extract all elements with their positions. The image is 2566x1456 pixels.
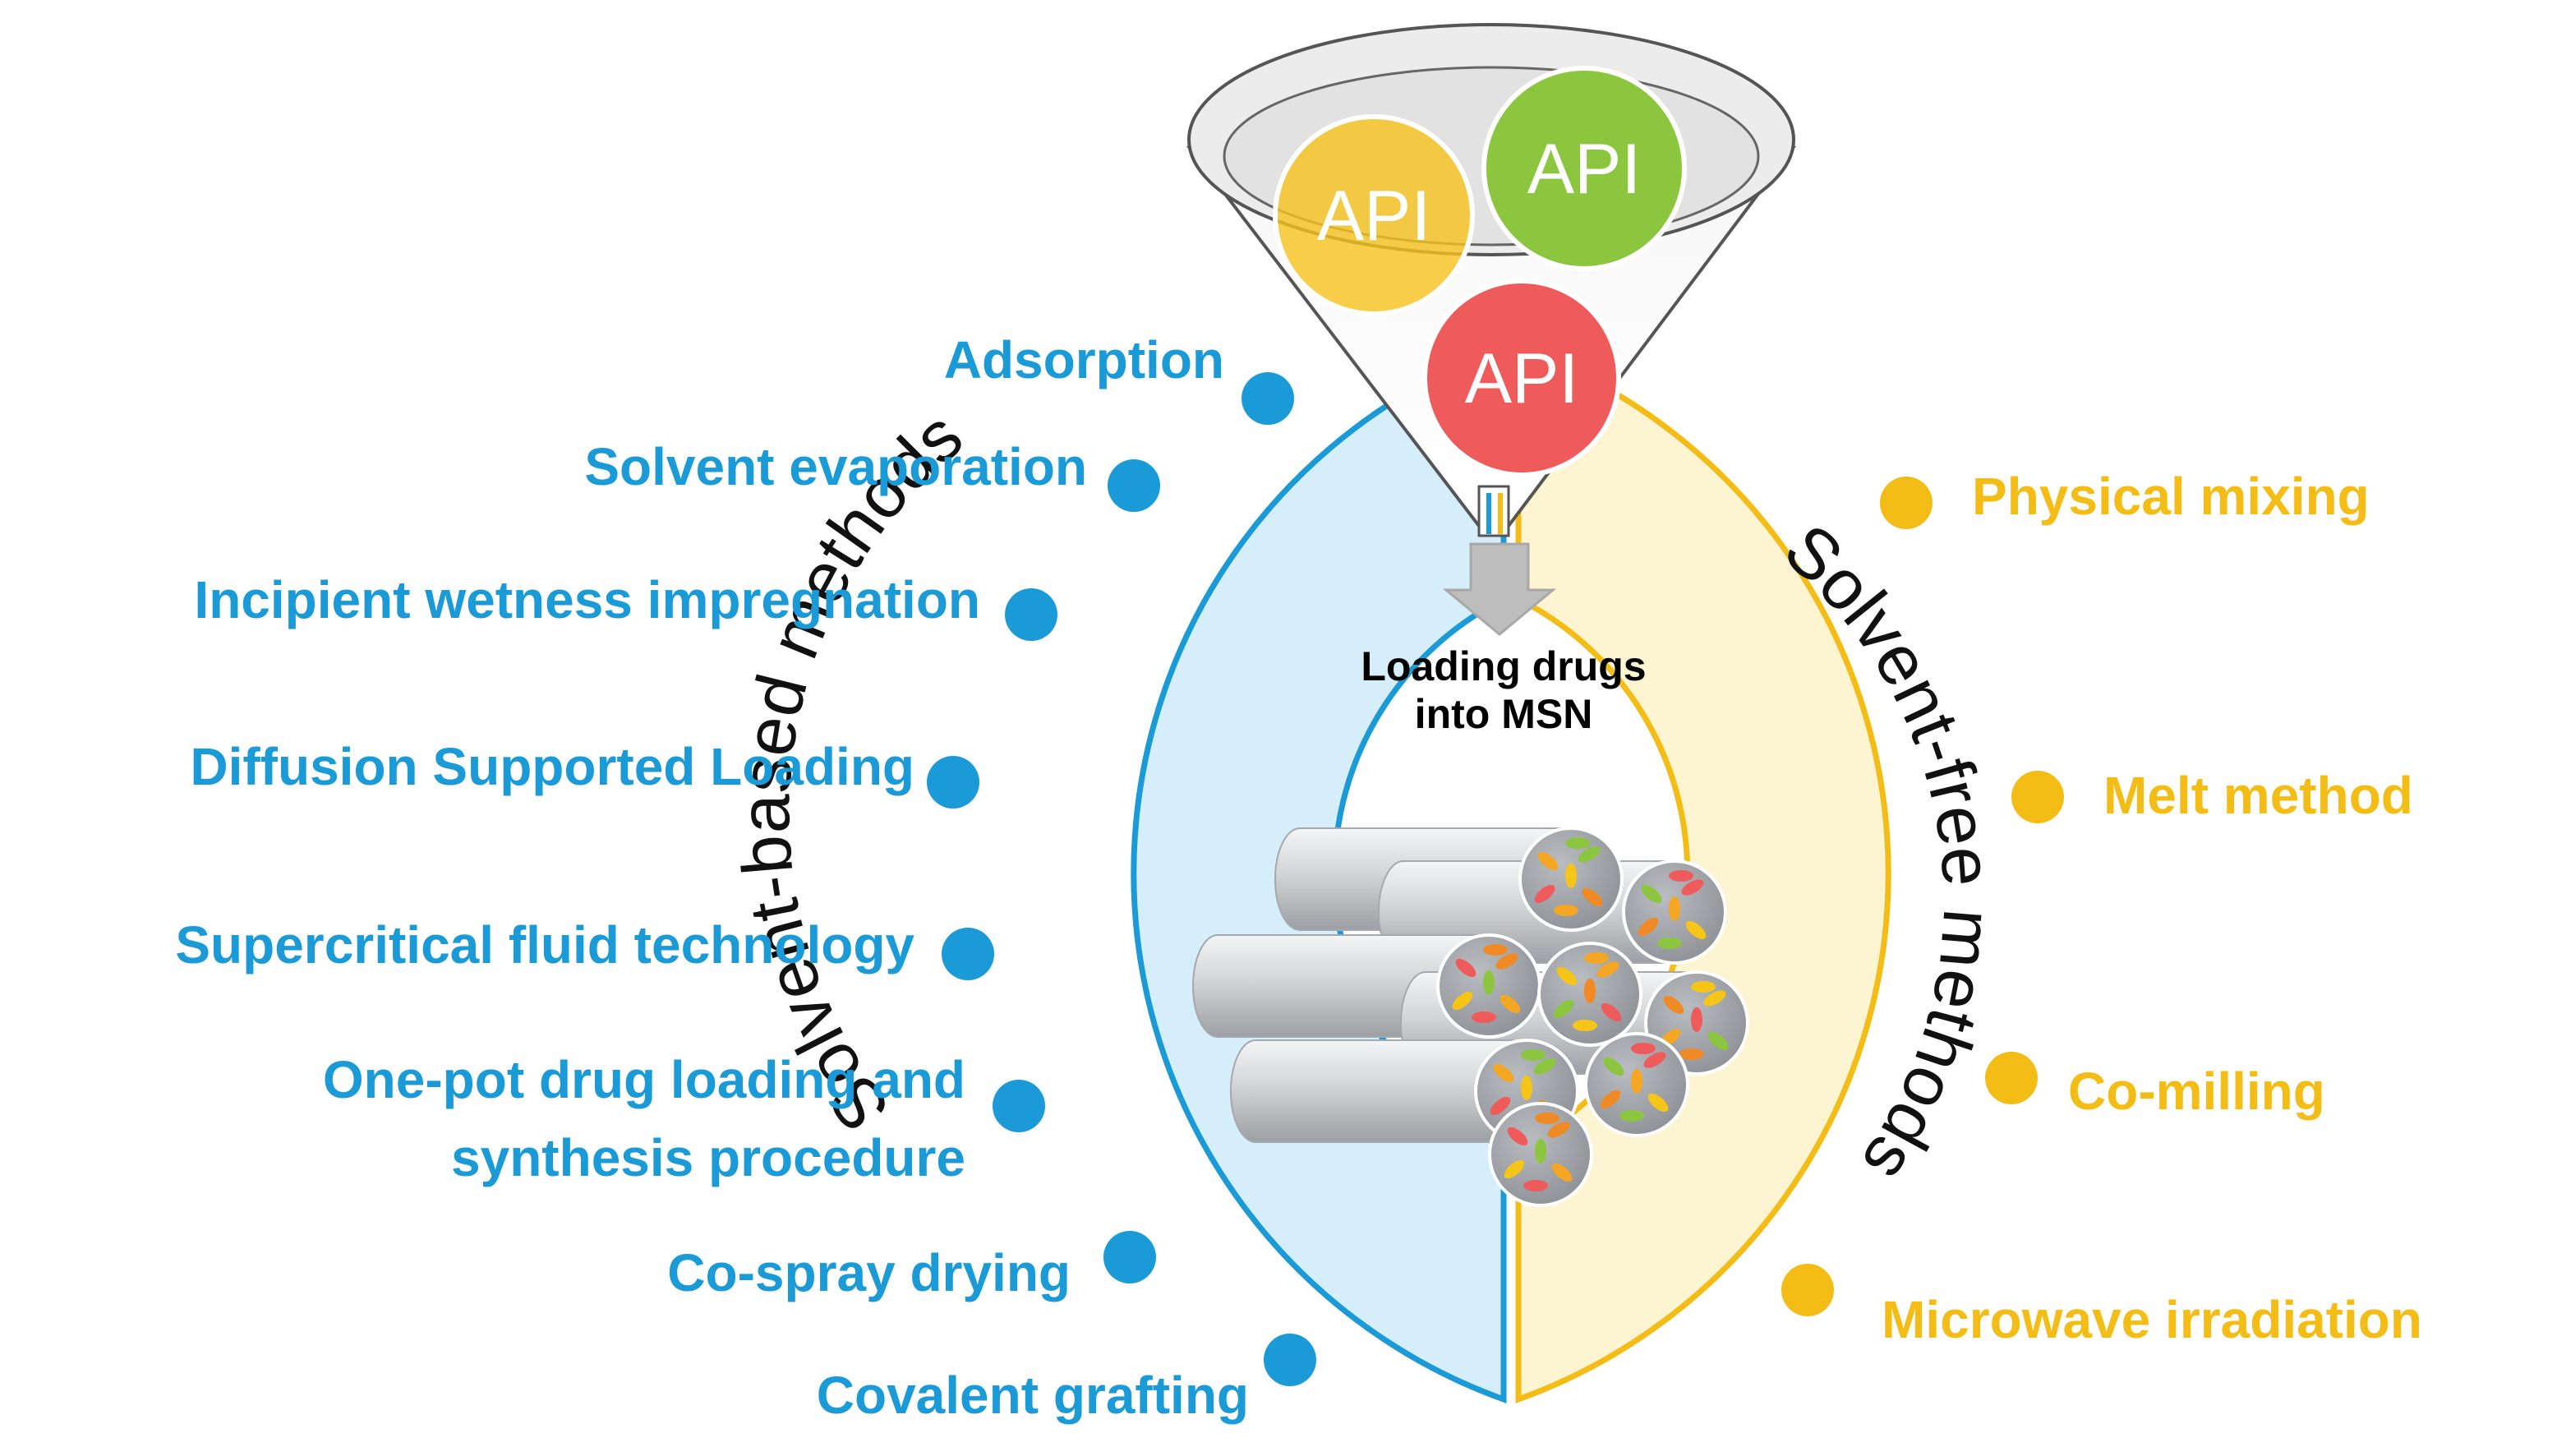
method-dot [927,756,979,809]
api-circle [1273,114,1475,316]
center-caption-line2: into MSN [1415,691,1593,737]
method-dot [1103,1231,1156,1283]
api-label: API [1527,130,1642,209]
method-label: Incipient wetness impregnation [194,570,980,629]
api-circle [1481,66,1687,271]
method-dot [1005,588,1057,641]
api-label: API [1317,177,1431,256]
api-molecules: API API API [1273,66,1687,477]
msn-pore-end [1584,1032,1689,1137]
method-label: Co-spray drying [667,1243,1071,1302]
method-dot [1108,459,1160,512]
method-label: Physical mixing [1972,467,2370,526]
method-dot [1242,372,1294,425]
method-label: One-pot drug loading and [323,1050,965,1109]
mesoporous-silica-tubes-icon [1192,827,1749,1207]
method-label: Adsorption [944,330,1224,389]
api-circle [1422,279,1621,477]
method-label: Diffusion Supported Loading [190,737,914,796]
msn-pore-end [1436,933,1541,1039]
method-label: Supercritical fluid technology [175,915,914,975]
api-label: API [1465,339,1579,418]
msn-tube [1230,1039,1527,1143]
method-dot [993,1080,1045,1132]
msn-pore-end [1537,942,1642,1047]
method-label: Melt method [2103,766,2413,825]
method-label: Co-milling [2068,1062,2325,1121]
msn-pore-end [1622,859,1727,965]
msn-pore-end [1488,1102,1593,1207]
method-dot [1985,1052,2038,1104]
method-dot [1880,477,1933,529]
method-dot [1781,1264,1834,1316]
center-caption-line1: Loading drugs [1361,643,1646,689]
method-label: Covalent grafting [817,1366,1249,1425]
method-dot [2011,771,2064,823]
method-dot [942,928,994,980]
msn-pore-end [1518,827,1624,932]
method-label: Solvent evaporation [584,437,1087,496]
loading-arrow-icon [1442,542,1557,636]
method-dot [1264,1334,1316,1386]
method-label: Microwave irradiation [1882,1290,2422,1349]
method-label: synthesis procedure [451,1128,965,1187]
